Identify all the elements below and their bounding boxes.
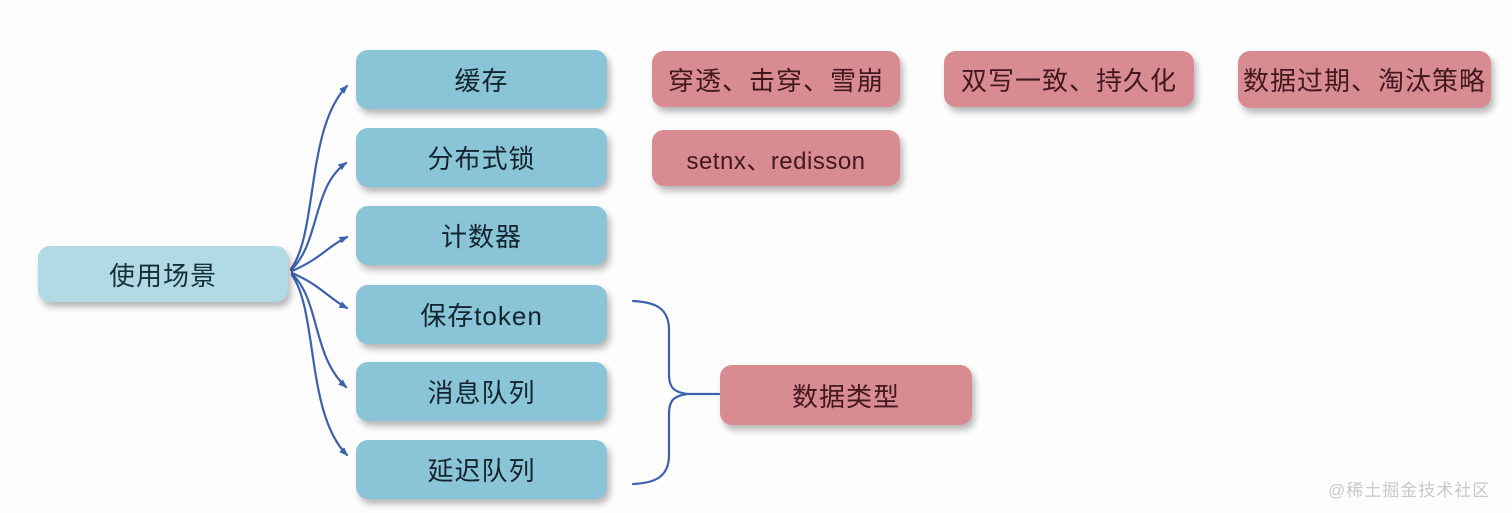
node-setnx-redisson-label: setnx、redisson xyxy=(686,147,866,175)
arrow-to-counter xyxy=(290,235,349,273)
node-setnx-redisson: setnx、redisson xyxy=(652,130,900,186)
arrow-to-delay-queue xyxy=(290,273,349,457)
arrow-to-distributed-lock xyxy=(289,161,348,272)
node-save-token-label: 保存token xyxy=(420,301,543,331)
root-node-label: 使用场景 xyxy=(108,260,217,291)
node-cache: 缓存 xyxy=(356,50,607,109)
node-data-types-label: 数据类型 xyxy=(791,381,900,412)
node-counter: 计数器 xyxy=(356,206,607,265)
node-delay-queue: 延迟队列 xyxy=(356,440,607,499)
fan-out-arrows xyxy=(289,84,349,457)
node-double-write-persistence-label: 双写一致、持久化 xyxy=(960,65,1177,96)
node-message-queue-label: 消息队列 xyxy=(427,378,536,408)
node-data-types: 数据类型 xyxy=(720,365,972,425)
arrow-to-cache xyxy=(289,84,349,271)
node-delay-queue-label: 延迟队列 xyxy=(427,456,536,486)
root-node-usage-scenarios: 使用场景 xyxy=(38,246,288,302)
node-distributed-lock: 分布式锁 xyxy=(356,128,607,187)
arrow-to-message-queue xyxy=(290,272,348,389)
node-distributed-lock-label: 分布式锁 xyxy=(427,144,536,174)
node-cache-issues-label: 穿透、击穿、雪崩 xyxy=(667,65,884,96)
node-counter-label: 计数器 xyxy=(440,222,522,252)
node-cache-issues: 穿透、击穿、雪崩 xyxy=(652,51,900,107)
node-double-write-persistence: 双写一致、持久化 xyxy=(944,51,1194,107)
curly-brace xyxy=(631,299,721,486)
watermark: @稀土掘金技术社区 xyxy=(1328,481,1491,500)
node-expiry-eviction-policy-label: 数据过期、淘汰策略 xyxy=(1242,66,1486,96)
brace-path xyxy=(631,299,688,486)
node-expiry-eviction-policy: 数据过期、淘汰策略 xyxy=(1238,51,1491,108)
arrow-to-save-token xyxy=(290,271,349,310)
node-save-token: 保存token xyxy=(356,285,607,344)
node-cache-label: 缓存 xyxy=(454,66,509,96)
node-message-queue: 消息队列 xyxy=(356,362,607,421)
